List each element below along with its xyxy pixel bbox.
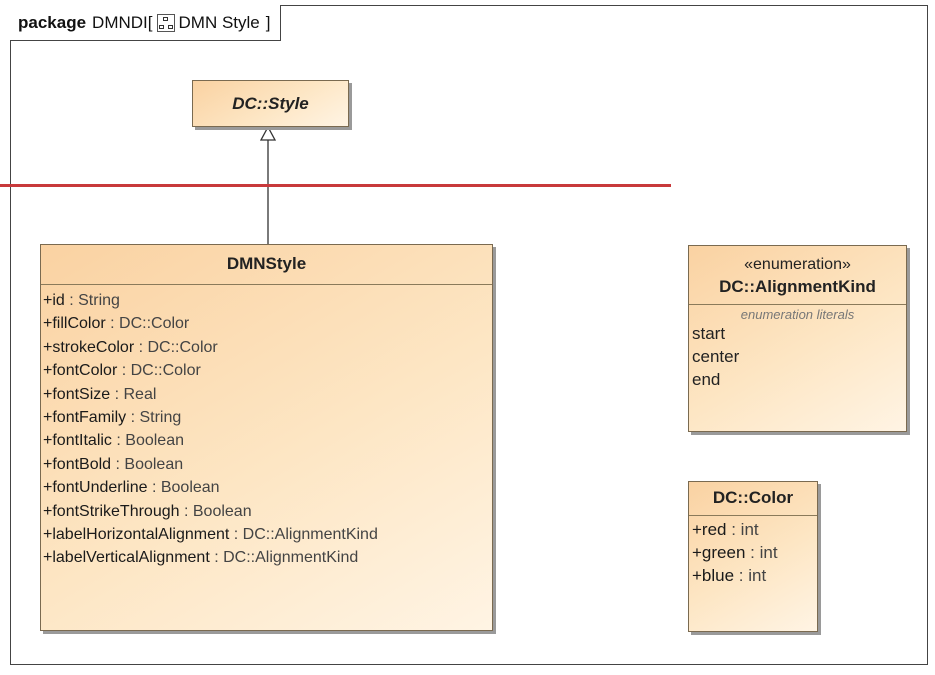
attribute-row[interactable]: +labelHorizontalAlignment : DC::Alignmen…: [43, 526, 378, 544]
class-dc-style[interactable]: DC::Style: [192, 80, 349, 127]
attribute-row[interactable]: +green : int: [692, 543, 778, 562]
attribute-row[interactable]: +red : int: [692, 520, 759, 539]
attribute-row[interactable]: +id : String: [43, 292, 120, 309]
stereotype-label: «enumeration»: [744, 256, 851, 273]
attribute-row[interactable]: +fontColor : DC::Color: [43, 362, 201, 380]
class-dc-color[interactable]: DC::Color +red : int +green : int +blue …: [688, 481, 818, 632]
attribute-row[interactable]: +fontFamily : String: [43, 409, 182, 427]
generalization-arrowhead: [259, 125, 277, 141]
literals-title: enumeration literals: [740, 307, 855, 322]
enum-literal[interactable]: end: [692, 370, 721, 389]
class-name: DC::Color: [689, 482, 817, 516]
attribute-row[interactable]: +fontBold : Boolean: [43, 455, 184, 473]
attribute-row[interactable]: +fontItalic : Boolean: [43, 432, 184, 450]
class-name: DMNStyle: [41, 245, 492, 285]
attribute-row[interactable]: +fontStrikeThrough : Boolean: [43, 502, 252, 520]
enum-literal[interactable]: center: [692, 347, 740, 366]
bracket-open: [: [147, 12, 153, 32]
bracket-close: ]: [265, 12, 271, 32]
enum-literal[interactable]: start: [692, 324, 726, 343]
attribute-row[interactable]: +blue : int: [692, 566, 767, 585]
attribute-compartment: +id : String +fillColor : DC::Color +str…: [41, 285, 492, 570]
class-dmnstyle[interactable]: DMNStyle +id : String +fillColor : DC::C…: [40, 244, 493, 631]
attribute-row[interactable]: +fontSize : Real: [43, 385, 157, 403]
diagram-name: DMN Style: [178, 12, 260, 32]
diagram-icon: [156, 13, 175, 32]
attribute-row[interactable]: +fontUnderline : Boolean: [43, 479, 220, 497]
literal-compartment: start center end: [689, 322, 906, 391]
class-name: DC::AlignmentKind: [689, 274, 906, 305]
red-divider-line: [0, 184, 671, 187]
package-name: DMNDI: [92, 12, 148, 32]
attribute-row[interactable]: +fillColor : DC::Color: [43, 315, 190, 333]
package-keyword: package: [18, 12, 87, 32]
package-frame: [10, 5, 928, 665]
attribute-compartment: +red : int +green : int +blue : int: [689, 516, 817, 587]
attribute-row[interactable]: +labelVerticalAlignment : DC::AlignmentK…: [43, 549, 359, 567]
class-name: DC::Style: [232, 94, 309, 113]
attribute-row[interactable]: +strokeColor : DC::Color: [43, 338, 218, 356]
package-header: package DMNDI [ DMN Style ]: [10, 5, 282, 41]
enumeration-alignmentkind[interactable]: «enumeration» DC::AlignmentKind enumerat…: [688, 245, 907, 432]
